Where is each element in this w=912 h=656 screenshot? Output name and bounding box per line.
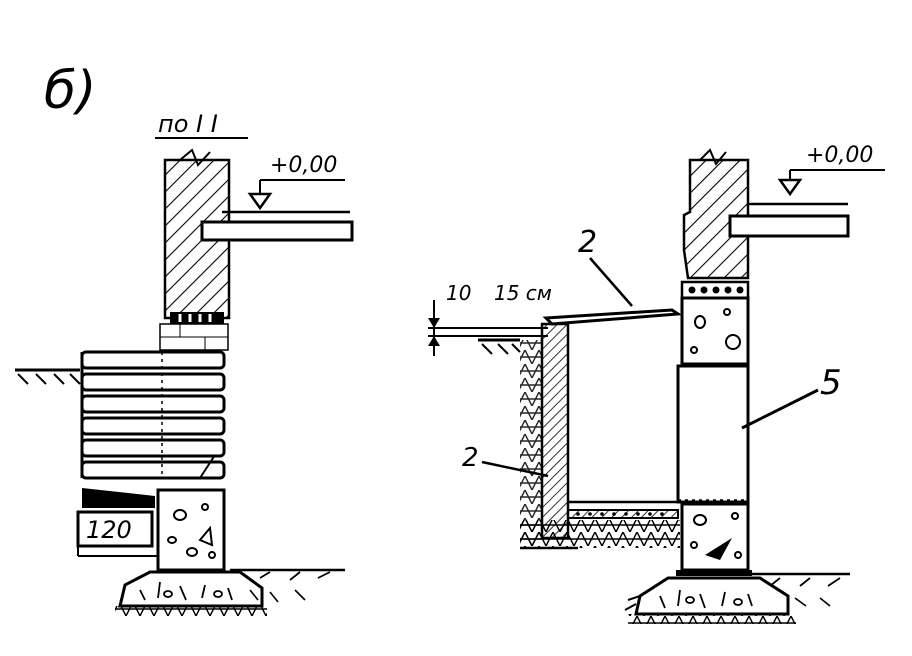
footing-left [118,570,264,608]
left-section-detail: +0,00 120 [15,148,354,616]
floor-slab-left [200,220,354,242]
leader-5 [741,388,819,430]
callout-5: 5 [820,363,842,403]
figure-label: б) [44,61,96,121]
level-mark-right: +0,00 [806,143,873,168]
block-label: 120 [86,516,132,544]
block-label-box [76,510,154,548]
waterproofing-layer-left [170,312,224,324]
leader-2-top [589,257,633,307]
pit-floor-layer [567,509,679,519]
foundation-blocks-stack [80,350,226,480]
floor-slab-right [728,214,850,238]
level-mark-triangle-left [247,192,273,211]
dimension-small: 10 [446,281,471,305]
callout-2-side: 2 [462,443,479,473]
footing-right [634,576,790,616]
insulation-strip-left [82,488,155,508]
leader-2-side [481,460,549,478]
pit-wall [540,322,570,540]
wall-block-5 [676,364,750,504]
callout-2-top: 2 [578,225,597,260]
soil-behind-pit [520,340,542,546]
right-section-detail: +0,00 [428,143,885,624]
dimension-width: 15 см [494,281,552,305]
section-label: по I I [158,110,218,138]
pit-cover-slab [542,308,683,326]
level-mark-left: +0,00 [270,153,337,178]
concrete-block-right-top [680,296,750,366]
level-mark-triangle-right [777,178,803,197]
upper-wall-right [682,158,750,280]
